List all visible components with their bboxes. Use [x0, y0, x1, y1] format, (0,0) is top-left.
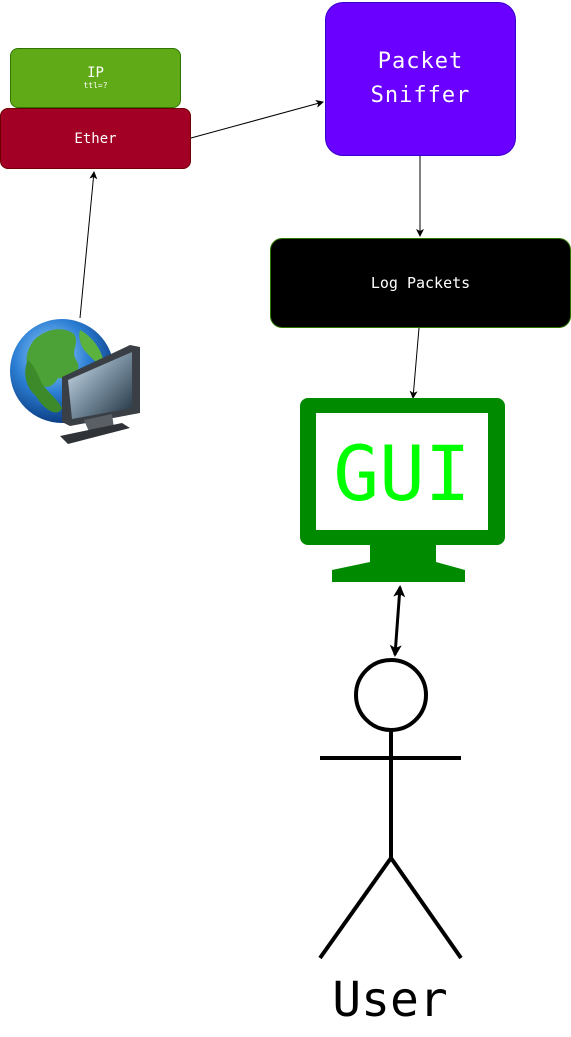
edge-log-to-gui: [409, 327, 420, 399]
log-packets-label: Log Packets: [370, 274, 471, 292]
edge-computer-to-ether: [79, 171, 98, 319]
packet-sniffer-label-line2: Sniffer: [370, 83, 471, 108]
packet-sniffer-label-line1: Packet: [377, 49, 464, 74]
ip-label: IP: [87, 65, 104, 81]
edge-ether-to-sniffer: [190, 99, 324, 139]
ttl-label: ttl=?: [83, 81, 108, 90]
ip-layer-box[interactable]: IP ttl=?: [10, 48, 181, 108]
ether-layer-box[interactable]: Ether: [0, 108, 191, 169]
user-label: User: [332, 972, 448, 1028]
ether-label: Ether: [74, 130, 117, 147]
packet-sniffer-box[interactable]: Packet Sniffer: [325, 2, 516, 156]
edge-gui-to-user: [389, 585, 406, 657]
log-packets-box[interactable]: Log Packets: [270, 238, 571, 328]
